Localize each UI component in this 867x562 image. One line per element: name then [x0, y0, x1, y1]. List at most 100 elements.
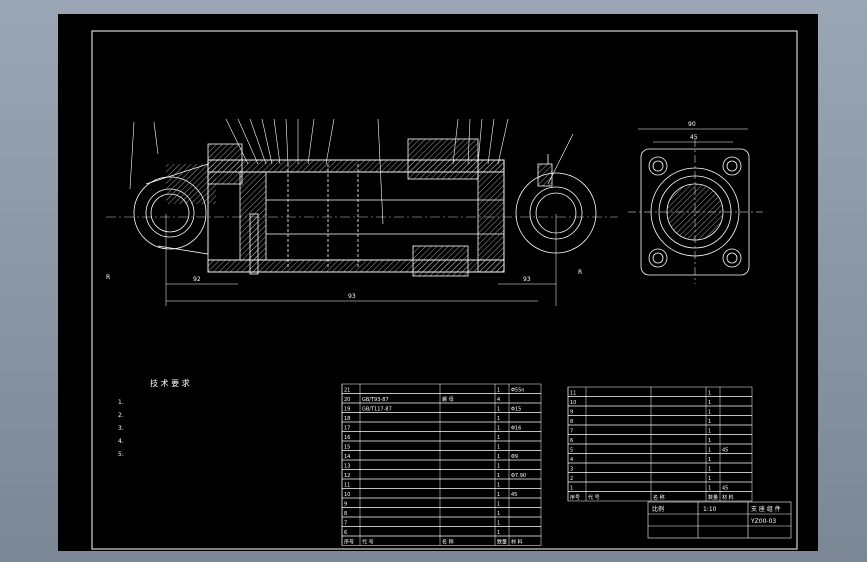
notes-list: 1. 2. 3. 4. 5.: [118, 399, 124, 458]
table-cell: 1: [708, 448, 711, 454]
table-cell: 1: [497, 483, 500, 489]
table-cell: 螺 母: [442, 396, 454, 403]
table-cell: 1: [708, 410, 711, 416]
table-cell: 1: [497, 407, 500, 413]
drawing-sheet: 93 92 93 90 45 R R 技 术 要 求 1.2.3.4.5. 21…: [58, 14, 818, 551]
table-cell: GB/T93-87: [362, 397, 389, 403]
table-cell: Φ9: [511, 454, 518, 460]
table-cell: 1: [497, 521, 500, 527]
table-cell: 3: [570, 467, 573, 473]
note-line: 3.: [118, 425, 124, 432]
table-cell: 名 称: [442, 539, 454, 546]
table-cell: 1: [497, 473, 500, 479]
dim-overall: 93: [348, 293, 356, 300]
table-cell: 21: [344, 388, 350, 394]
table-cell: 13: [344, 464, 350, 470]
table-cell: 1: [708, 457, 711, 463]
table-cell: 10: [570, 400, 576, 406]
dim-right-radius: R: [578, 269, 582, 276]
table-cell: 1: [708, 486, 711, 492]
table-row: [341, 507, 542, 518]
table-cell: 16: [344, 435, 350, 441]
table-cell: Φ55n: [511, 388, 524, 394]
table-row: [341, 478, 542, 489]
table-row: [341, 440, 542, 451]
note-line: 4.: [118, 438, 124, 445]
note-line: 2.: [118, 412, 124, 419]
dim-flange-inner: 45: [690, 134, 698, 141]
table-cell: 6: [570, 438, 573, 444]
note-line: 5.: [118, 451, 124, 458]
table-row: [341, 431, 542, 442]
table-cell: 1: [708, 391, 711, 397]
notes-title: 技 术 要 求: [150, 378, 190, 388]
table-row: [567, 434, 753, 445]
table-cell: 15: [344, 445, 350, 451]
table-cell: 8: [570, 419, 573, 425]
table-cell: 45: [722, 486, 728, 492]
table-cell: 8: [344, 511, 347, 517]
dim-left-radius: R: [106, 274, 110, 281]
table-cell: 18: [344, 416, 350, 422]
scale-label: 比例: [652, 505, 664, 513]
table-cell: 1: [708, 429, 711, 435]
table-cell: 1: [497, 435, 500, 441]
table-cell: 名 称: [653, 494, 665, 501]
drawing-number: YZ00-03: [750, 518, 776, 525]
table-cell: 10: [344, 492, 350, 498]
table-cell: 1: [497, 388, 500, 394]
drawing-border: [91, 30, 798, 550]
table-cell: 材 料: [511, 539, 523, 546]
cylinder-section: [133, 138, 597, 277]
table-row: [567, 386, 753, 397]
table-cell: 9: [570, 410, 573, 416]
table-cell: 14: [344, 454, 350, 460]
table-cell: Φ16: [511, 426, 521, 432]
table-cell: 序号: [344, 539, 354, 546]
table-cell: 代 号: [588, 494, 600, 501]
table-row: [341, 412, 542, 423]
table-row: [567, 424, 753, 435]
table-cell: 7: [570, 429, 573, 435]
table-cell: 1: [708, 419, 711, 425]
table-cell: 数量: [497, 539, 507, 546]
table-cell: 1: [708, 467, 711, 473]
table-row: [567, 472, 753, 483]
table-row: [341, 459, 542, 470]
dimension-lines: [165, 128, 748, 306]
table-cell: 45: [722, 448, 728, 454]
table-cell: 1: [497, 426, 500, 432]
table-row: [341, 526, 542, 537]
table-cell: 1: [708, 476, 711, 482]
table-cell: 11: [344, 483, 350, 489]
part-title: 支 座 组 件: [751, 505, 781, 513]
dim-right: 93: [523, 276, 531, 283]
table-cell: 1: [497, 454, 500, 460]
table-cell: Φ15: [511, 407, 521, 413]
table-row: [567, 453, 753, 464]
table-cell: 1: [497, 416, 500, 422]
table-cell: 1: [497, 511, 500, 517]
table-cell: 1: [497, 530, 500, 536]
table-row: [567, 405, 753, 416]
drawing-canvas: 93 92 93 90 45 R R 技 术 要 求 1.2.3.4.5. 21…: [91, 30, 798, 550]
table-row: [567, 415, 753, 426]
table-cell: 1: [708, 400, 711, 406]
table-cell: 11: [570, 391, 576, 397]
table-cell: 20: [344, 397, 350, 403]
table-cell: 1: [570, 486, 573, 492]
end-view: [628, 139, 763, 284]
table-cell: 1: [708, 438, 711, 444]
table-cell: Φ7.90: [511, 473, 526, 479]
scale-value: 1:10: [703, 506, 717, 513]
table-cell: 9: [344, 502, 347, 508]
table-cell: 12: [344, 473, 350, 479]
table-cell: 7: [344, 521, 347, 527]
table-cell: 1: [497, 464, 500, 470]
table-cell: 4: [570, 457, 573, 463]
note-line: 1.: [118, 399, 124, 406]
table-cell: 17: [344, 426, 350, 432]
table-cell: GB/T117-87: [362, 407, 392, 413]
